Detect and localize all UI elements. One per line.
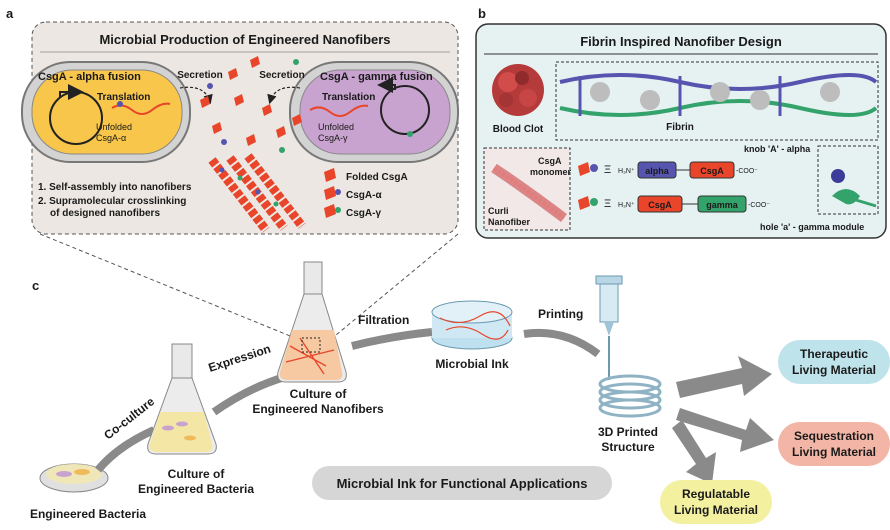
regulatable-box <box>660 480 772 524</box>
filtration-label: Filtration <box>358 313 409 327</box>
hole-label: hole 'a' - gamma module <box>760 222 864 232</box>
translation-left-label: Translation <box>97 92 150 103</box>
therapeutic-label-2: Living Material <box>792 363 876 377</box>
printing-label: Printing <box>538 307 583 321</box>
bacteria-flask-icon <box>147 343 217 455</box>
secretion-right-label: Secretion <box>259 70 305 81</box>
legend-folded: Folded CsgA <box>346 172 408 183</box>
step-1: 1. Self-assembly into nanofibers <box>38 182 192 193</box>
step-2a: 2. Supramolecular crosslinking <box>38 196 186 207</box>
regulatable-label-2: Living Material <box>674 503 758 517</box>
nanofiber-flask-icon <box>277 261 347 383</box>
gamma-domain-label: gamma <box>706 200 739 210</box>
legend-gamma: CsgA-γ <box>346 208 381 219</box>
unfolded-right-label-2: CsgA-γ <box>318 133 348 143</box>
gamma-construct-icon <box>578 196 590 210</box>
csga-domain-1 <box>689 161 735 179</box>
knob-label: knob 'A' - alpha <box>744 144 811 154</box>
alpha-construct-icon <box>578 162 590 176</box>
equiv-symbol-1: Ξ <box>604 164 611 176</box>
csga-gamma-icon <box>324 204 336 218</box>
coo-label-1: -COO⁻ <box>736 168 758 175</box>
petri-dish-icon <box>39 463 109 493</box>
curli-label-1: Curli <box>488 206 509 216</box>
printing-arrow <box>523 328 601 358</box>
filtration-arrow <box>351 328 433 350</box>
banner-label: Microbial Ink for Functional Application… <box>337 476 588 491</box>
application-arrows <box>672 356 774 484</box>
folded-csga-icon <box>324 168 336 182</box>
microbial-ink-icon <box>431 300 513 350</box>
panel-label-b: b <box>478 6 486 21</box>
culture-bacteria-label-2: Engineered Bacteria <box>138 482 254 496</box>
therapeutic-box <box>778 340 890 384</box>
csga-monomer-label-2: monomer <box>530 167 572 177</box>
alpha-domain-label: alpha <box>645 166 670 176</box>
therapeutic-label-1: Therapeutic <box>800 347 868 361</box>
csga-domain-label-1: CsgA <box>700 166 724 176</box>
panel-a-title: Microbial Production of Engineered Nanof… <box>99 32 390 47</box>
blood-clot-label: Blood Clot <box>493 124 544 135</box>
co-culture-arrow <box>94 426 156 473</box>
gamma-fusion-cell <box>289 61 459 163</box>
csga-monomer-label-1: CsgA <box>538 156 562 166</box>
equiv-symbol-2: Ξ <box>604 198 611 210</box>
culture-nano-label-1: Culture of <box>290 387 348 401</box>
h3n-label-1: H₃N⁺ <box>618 167 635 175</box>
curli-label-2: Nanofiber <box>488 217 531 227</box>
printed-structure-label-1: 3D Printed <box>598 425 658 439</box>
unfolded-left-label-1: Unfolded <box>96 122 132 132</box>
csga-alpha-icon <box>324 186 336 200</box>
step-2b: of designed nanofibers <box>50 208 160 219</box>
unfolded-gamma-chain-icon <box>309 104 369 117</box>
culture-nano-label-2: Engineered Nanofibers <box>252 402 384 416</box>
panel-label-a: a <box>6 6 14 21</box>
printed-structure-icon <box>598 374 662 418</box>
printed-structure-label-2: Structure <box>601 440 655 454</box>
regulatable-label-1: Regulatable <box>682 487 750 501</box>
printer-nozzle-icon <box>595 275 623 380</box>
microbial-ink-label: Microbial Ink <box>435 357 509 371</box>
secretion-left-label: Secretion <box>177 70 223 81</box>
plasmid-icon <box>380 85 430 135</box>
alpha-fusion-cell <box>21 61 191 163</box>
engineered-bacteria-label: Engineered Bacteria <box>30 507 146 521</box>
knob-hole-icon <box>831 169 877 208</box>
unfolded-right-label-1: Unfolded <box>318 122 354 132</box>
fibrin-label: Fibrin <box>666 122 694 133</box>
gamma-domain <box>697 195 747 213</box>
panel-b-title: Fibrin Inspired Nanofiber Design <box>580 34 782 49</box>
curli-nanofiber-image <box>491 163 567 223</box>
banner-box <box>312 466 612 500</box>
coo-label-2: -COO⁻ <box>748 202 770 209</box>
folded-csga-monomers <box>200 56 302 146</box>
fibrin-zoom-box <box>555 61 879 141</box>
h3n-label-2: H₃N⁺ <box>618 201 635 209</box>
fibrin-network <box>559 73 878 117</box>
blood-clot-image <box>492 64 544 116</box>
assembled-nanofibers <box>208 153 306 233</box>
sequestration-label-2: Living Material <box>792 445 876 459</box>
panel-label-c: c <box>32 278 39 293</box>
unfolded-left-label-2: CsgA-α <box>96 133 126 143</box>
zoom-line-left <box>39 233 301 341</box>
alpha-fusion-label: CsgA - alpha fusion <box>38 71 141 83</box>
translation-right-label: Translation <box>322 92 375 103</box>
secretion-arrow-left <box>179 86 213 105</box>
gamma-fusion-label: CsgA - gamma fusion <box>320 71 433 83</box>
csga-domain-label-2: CsgA <box>648 200 672 210</box>
sequestration-box <box>778 422 890 466</box>
secretion-arrow-right <box>267 86 301 105</box>
sequestration-label-1: Sequestration <box>794 429 874 443</box>
legend-alpha: CsgA-α <box>346 190 382 201</box>
culture-bacteria-label-1: Culture of <box>168 467 226 481</box>
knob-hole-zoom-box <box>817 145 879 215</box>
expression-label: Expression <box>207 342 273 375</box>
